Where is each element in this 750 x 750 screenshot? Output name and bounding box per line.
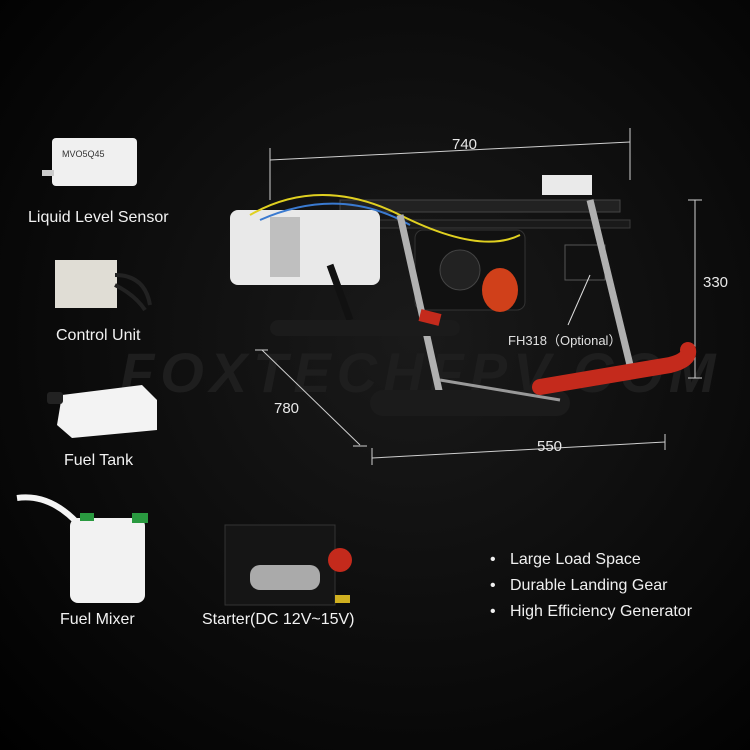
- feature-2: Durable Landing Gear: [490, 577, 667, 595]
- feature-1: Large Load Space: [490, 551, 641, 569]
- control-unit-image: [55, 260, 152, 312]
- camera-pointer: [567, 274, 591, 326]
- label-fuel-mixer: Fuel Mixer: [60, 611, 135, 628]
- feature-3: High Efficiency Generator: [490, 603, 692, 621]
- label-control-unit: Control Unit: [56, 327, 141, 344]
- fuel-mixer-image: [16, 494, 148, 603]
- liquid-level-sensor-image: [42, 138, 137, 186]
- dim-depth: 780: [274, 400, 300, 417]
- dim-height: 330: [703, 274, 729, 291]
- airframe-image: [230, 175, 697, 416]
- label-fuel-tank: Fuel Tank: [64, 452, 134, 469]
- sensor-print: MVO5Q45: [62, 149, 105, 159]
- dim-length: 550: [537, 438, 563, 455]
- label-starter: Starter(DC 12V~15V): [202, 611, 355, 628]
- fuel-tank-image: [47, 385, 157, 438]
- camera-label: FH318（Optional）: [508, 333, 622, 348]
- label-liquid-level-sensor: Liquid Level Sensor: [28, 209, 169, 226]
- dim-width: 740: [452, 136, 478, 153]
- starter-image: [224, 524, 352, 606]
